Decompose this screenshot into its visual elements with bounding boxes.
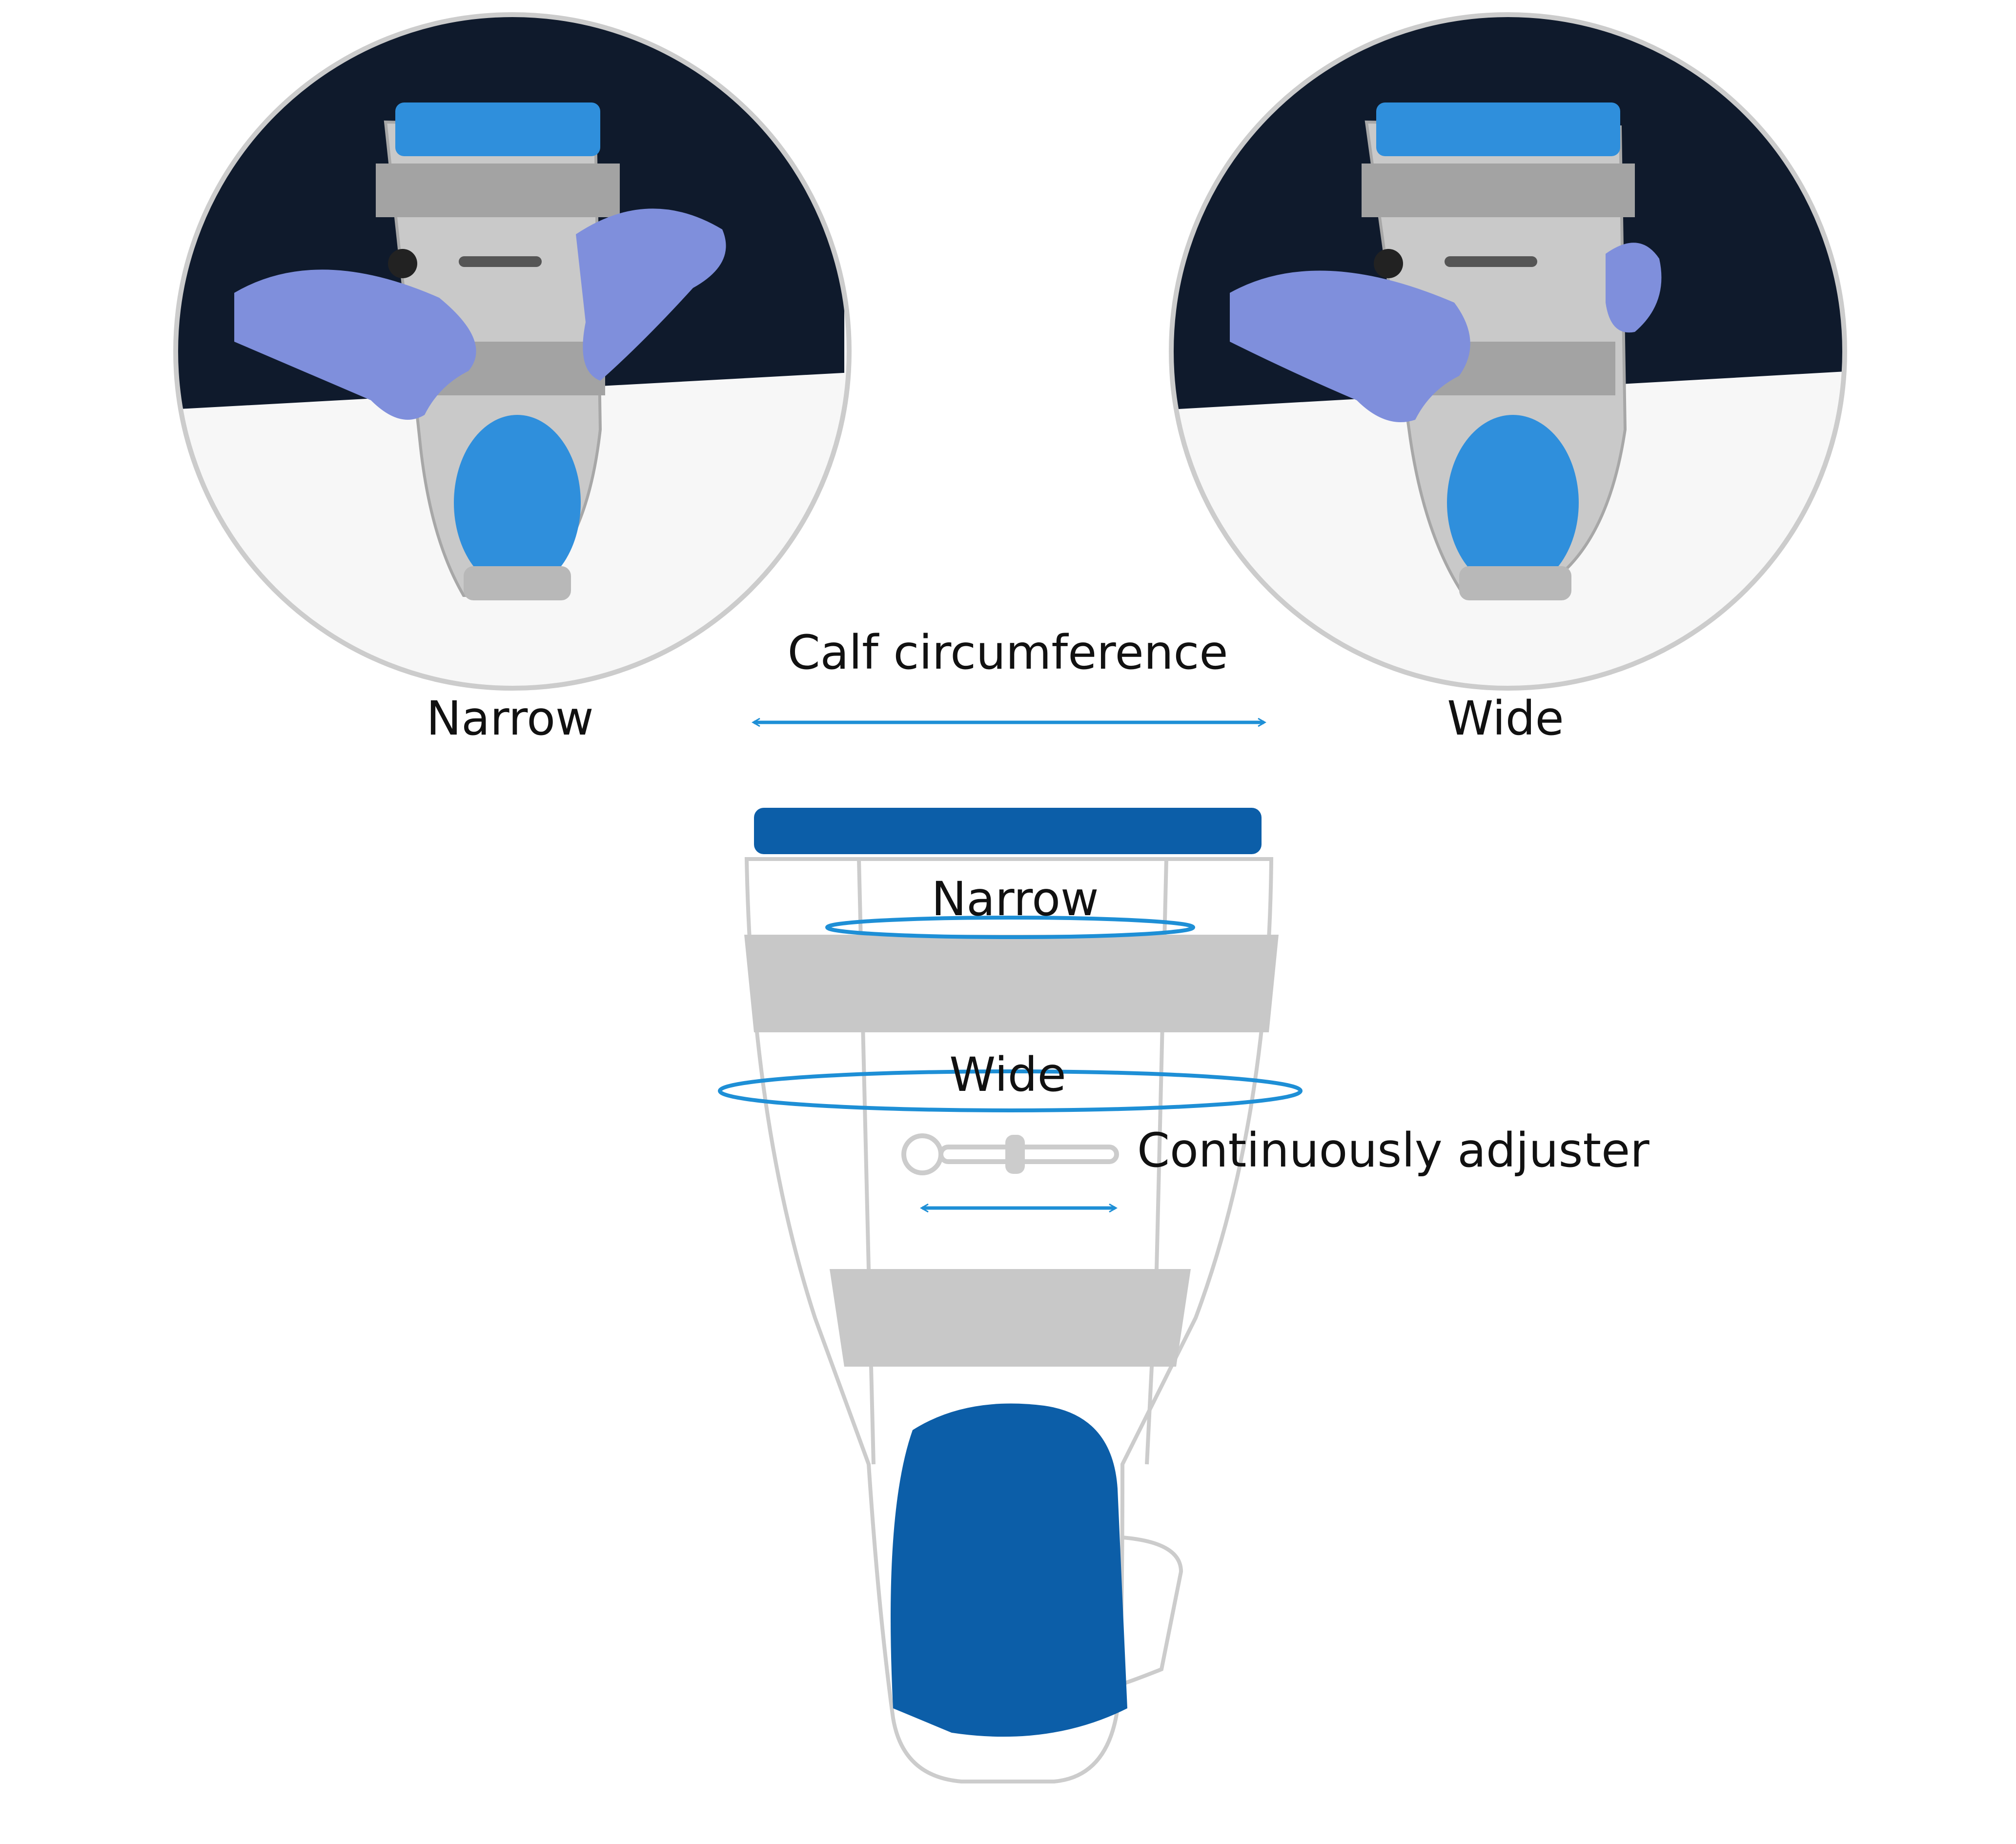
wide-setting-photo: [1169, 12, 1847, 691]
wide-label: Wide: [1447, 691, 1564, 746]
right-glove: [576, 208, 726, 381]
narrow-label: Narrow: [426, 691, 593, 746]
calf-circumference-label: Calf circumference: [788, 625, 1228, 680]
upper-strap: [1362, 164, 1635, 217]
top-pad: [395, 102, 600, 156]
top-pad: [754, 808, 1262, 854]
narrow-ring: [825, 916, 1195, 939]
wide-ring: [718, 1069, 1303, 1112]
adjuster-knob: [388, 249, 417, 278]
narrow-setting-photo: [173, 12, 852, 691]
top-pad: [1376, 102, 1620, 156]
brace-wide-label: Wide: [949, 1047, 1066, 1102]
adjuster-label: Continuously adjuster: [1137, 1123, 1649, 1178]
left-glove: [234, 269, 476, 420]
brace-narrow-label: Narrow: [931, 872, 1099, 926]
lower-pad: [454, 415, 581, 591]
brace-illustration: Narrow Wide Continuously adjuster: [718, 808, 1649, 1783]
lower-pad: [891, 1403, 1127, 1737]
lower-pad: [1447, 415, 1579, 591]
right-glove: [1606, 243, 1662, 333]
left-glove: [1230, 270, 1470, 422]
upper-strap: [376, 164, 620, 217]
upper-strap: [744, 935, 1279, 1032]
adjuster-knob: [1374, 249, 1403, 278]
adjuster-icon: [901, 1133, 1119, 1175]
lower-strap: [830, 1269, 1191, 1367]
